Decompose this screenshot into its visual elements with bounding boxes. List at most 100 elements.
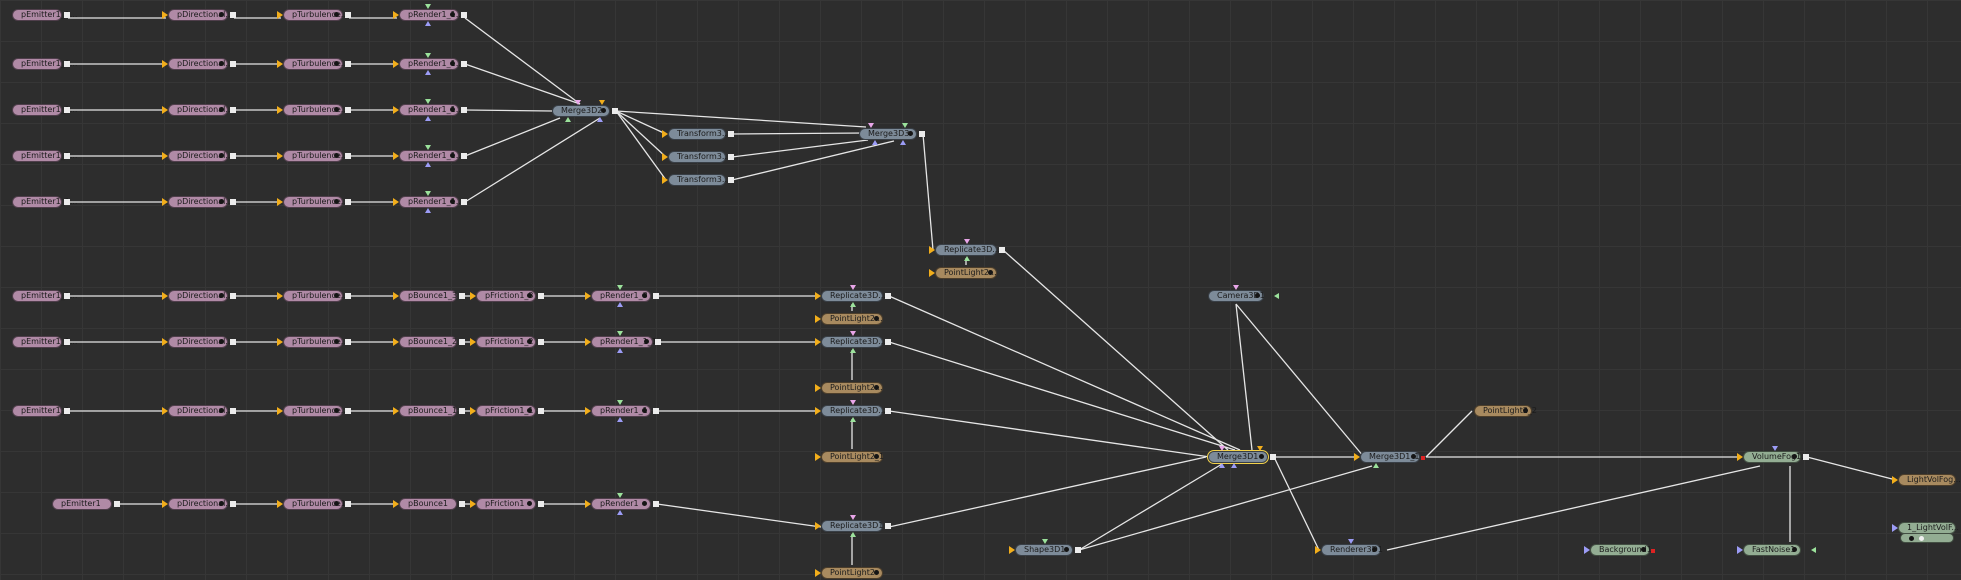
- pfriction-node[interactable]: pFriction1_1: [470, 405, 544, 417]
- input-pin[interactable]: [470, 292, 476, 300]
- camera3d-node[interactable]: Camera3D1: [1208, 285, 1279, 302]
- input-pin[interactable]: [162, 338, 168, 346]
- pointlight-node[interactable]: PointLight2...: [815, 313, 883, 325]
- output-pin[interactable]: [64, 107, 70, 113]
- prender-node[interactable]: pRender1_1...: [393, 99, 467, 121]
- merge3d2-node[interactable]: Merge3D2: [552, 100, 618, 122]
- input-pin[interactable]: [1892, 476, 1898, 484]
- input-pin[interactable]: [1009, 546, 1015, 554]
- pemitter-node[interactable]: pEmitter1_1: [12, 405, 70, 417]
- output-pin[interactable]: [459, 408, 465, 414]
- input-pin-blue[interactable]: [617, 348, 623, 353]
- input-pin[interactable]: [815, 569, 821, 577]
- renderer3d-node[interactable]: Renderer3D1: [1315, 539, 1383, 556]
- input-pin-pink[interactable]: [850, 400, 856, 405]
- input-pin-blue[interactable]: [617, 302, 623, 307]
- input-pin-green[interactable]: [425, 4, 431, 9]
- output-pin[interactable]: [230, 339, 236, 345]
- input-pin[interactable]: [162, 11, 168, 19]
- input-pin-blue[interactable]: [425, 116, 431, 121]
- output-pin[interactable]: [345, 339, 351, 345]
- input-pin[interactable]: [277, 292, 283, 300]
- output-pin[interactable]: [345, 61, 351, 67]
- input-pin[interactable]: [662, 130, 668, 138]
- output-pin[interactable]: [230, 153, 236, 159]
- pointlight-node[interactable]: PointLight2...: [929, 267, 997, 279]
- output-pin[interactable]: [230, 61, 236, 67]
- pemitter-node[interactable]: pEmitter1_1...: [12, 9, 77, 21]
- output-pin[interactable]: [885, 293, 891, 299]
- output-pin[interactable]: [538, 501, 544, 507]
- input-pin-blue[interactable]: [617, 510, 623, 515]
- output-pin[interactable]: [345, 408, 351, 414]
- replicate3d-node[interactable]: Replicate3D...: [815, 331, 891, 353]
- replicate3d-node[interactable]: Replicate3D...: [815, 400, 891, 422]
- input-pin-blue[interactable]: [617, 417, 623, 422]
- input-pin-blue[interactable]: [1219, 463, 1225, 468]
- pturbulence-node[interactable]: pTurbulence...: [277, 104, 351, 116]
- prender-node[interactable]: pRender1_1...: [393, 145, 467, 167]
- output-pin[interactable]: [459, 293, 465, 299]
- input-pin-green[interactable]: [617, 331, 623, 336]
- pbounce-node[interactable]: pBounce1_1: [393, 405, 465, 417]
- prender-node[interactable]: pRender1_3: [585, 285, 659, 307]
- input-pin[interactable]: [815, 315, 821, 323]
- input-pin-green[interactable]: [425, 191, 431, 196]
- pemitter-node[interactable]: pEmitter1_1...: [12, 290, 77, 302]
- input-pin[interactable]: [662, 176, 668, 184]
- output-pin[interactable]: [345, 199, 351, 205]
- output-pin[interactable]: [461, 153, 467, 159]
- volumefog-node[interactable]: VolumeFog1...: [1737, 446, 1809, 463]
- replicate3d-node[interactable]: Replicate3D...: [929, 239, 1005, 261]
- input-pin[interactable]: [1354, 453, 1360, 461]
- output-pin[interactable]: [653, 501, 659, 507]
- input-pin-blue[interactable]: [872, 140, 878, 145]
- input-pin-blue[interactable]: [1231, 463, 1237, 468]
- pdirectional-node[interactable]: pDirectional...: [162, 498, 236, 510]
- input-pin[interactable]: [929, 269, 935, 277]
- pointlight-node[interactable]: PointLight2...: [815, 382, 883, 394]
- input-pin[interactable]: [1315, 546, 1321, 554]
- transform3d-node[interactable]: Transform3...: [662, 174, 734, 186]
- input-pin-orange[interactable]: [1257, 446, 1263, 451]
- output-pin[interactable]: [461, 199, 467, 205]
- input-pin[interactable]: [585, 407, 591, 415]
- output-pin[interactable]: [885, 339, 891, 345]
- pfriction-node[interactable]: pFriction1_2: [470, 336, 544, 348]
- pturbulence-node[interactable]: pTurbulence...: [277, 405, 351, 417]
- output-pin[interactable]: [655, 339, 661, 345]
- input-pin-blue[interactable]: [425, 21, 431, 26]
- input-pin[interactable]: [393, 11, 399, 19]
- output-pin[interactable]: [653, 408, 659, 414]
- input-pin[interactable]: [1584, 546, 1590, 554]
- input-pin[interactable]: [162, 60, 168, 68]
- input-pin[interactable]: [393, 198, 399, 206]
- output-pin[interactable]: [64, 61, 70, 67]
- input-pin-green[interactable]: [1274, 293, 1279, 299]
- output-pin[interactable]: [1270, 454, 1276, 460]
- transform3d-node[interactable]: Transform3...: [662, 128, 734, 140]
- input-pin[interactable]: [162, 106, 168, 114]
- input-pin[interactable]: [277, 407, 283, 415]
- pemitter-node[interactable]: pEmitter1: [52, 498, 120, 510]
- input-pin-blue[interactable]: [425, 162, 431, 167]
- output-pin[interactable]: [64, 339, 70, 345]
- input-pin[interactable]: [815, 292, 821, 300]
- pointlight-node[interactable]: PointLight2: [815, 567, 883, 579]
- input-pin-blue[interactable]: [425, 208, 431, 213]
- input-pin[interactable]: [277, 60, 283, 68]
- input-pin-pink[interactable]: [964, 239, 970, 244]
- pfriction-node[interactable]: pFriction1: [470, 498, 544, 510]
- output-pin[interactable]: [461, 61, 467, 67]
- prender-node[interactable]: pRender1_1: [585, 400, 659, 422]
- pturbulence-node[interactable]: pTurbulence...: [277, 336, 351, 348]
- output-pin[interactable]: [230, 107, 236, 113]
- pturbulence-node[interactable]: pTurbulence...: [277, 150, 351, 162]
- input-pin[interactable]: [585, 338, 591, 346]
- input-pin-green[interactable]: [964, 256, 970, 261]
- input-pin[interactable]: [1737, 453, 1743, 461]
- pdirectional-node[interactable]: pDirectional...: [162, 196, 236, 208]
- input-pin[interactable]: [393, 407, 399, 415]
- pointlight-node[interactable]: PointLight2_1: [815, 451, 884, 463]
- input-pin-green[interactable]: [850, 417, 856, 422]
